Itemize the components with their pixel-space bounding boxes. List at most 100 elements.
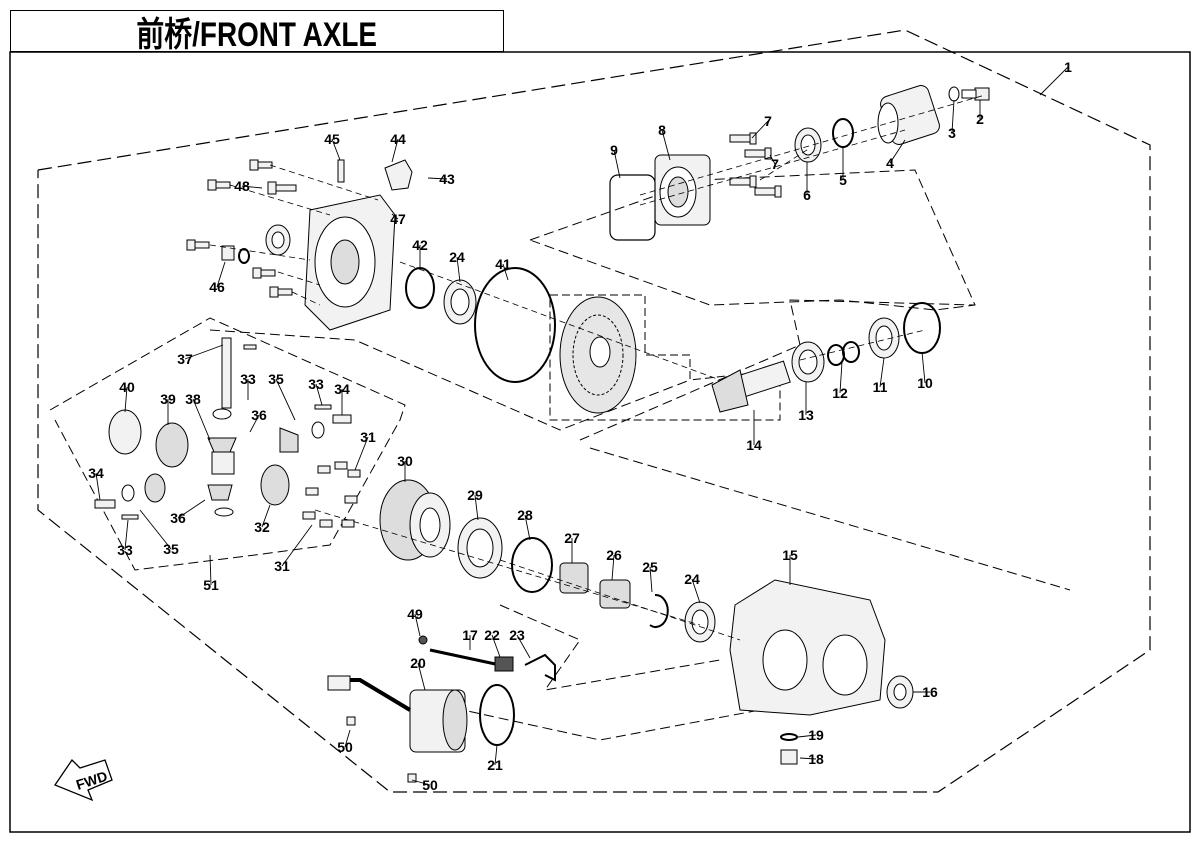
callout-label: 18 <box>808 751 824 767</box>
assembly-boundary-1 <box>37 29 1151 793</box>
callout-leader <box>751 120 769 139</box>
callout-label: 38 <box>185 391 201 407</box>
callout-leader <box>249 414 260 433</box>
callout-label: 14 <box>746 437 762 453</box>
part-block-22 <box>494 656 514 672</box>
callout-label: 9 <box>610 142 618 158</box>
part-gear-small <box>144 473 166 503</box>
part-oring-10 <box>903 302 941 354</box>
part-washer-35-upper <box>311 421 325 439</box>
part-ring-gear <box>559 296 637 414</box>
part-housing-15 <box>729 579 886 716</box>
group-boundary-pinion <box>579 299 976 441</box>
part-bolt-2 <box>961 87 990 101</box>
callout-label: 7 <box>764 113 772 129</box>
callout-label: 5 <box>839 172 847 188</box>
part-actuator-20 <box>327 675 468 753</box>
part-pinion-14 <box>711 360 791 413</box>
callout-leader <box>427 177 448 180</box>
callout-leader <box>951 99 955 134</box>
callout-leader <box>1039 66 1069 96</box>
callout-leader <box>139 509 172 550</box>
part-bearing-24-upper <box>443 279 477 325</box>
callout-leader <box>192 398 211 441</box>
callout-label: 33 <box>240 371 256 387</box>
part-gear-36-upper <box>279 427 299 453</box>
callout-leader <box>275 378 296 421</box>
part-oring-42 <box>405 267 435 309</box>
callout-leader <box>613 149 621 179</box>
callout-label: 30 <box>397 453 413 469</box>
group-boundary-lower <box>589 447 1071 591</box>
group-boundary-upper <box>529 169 976 311</box>
part-pin-34-left <box>94 499 116 509</box>
part-bearing-11 <box>868 317 900 359</box>
callout-label: 2 <box>976 111 984 127</box>
callout-label: 41 <box>495 256 511 272</box>
part-gear-36-lower <box>207 484 233 501</box>
callout-leader <box>411 779 431 786</box>
callout-leader <box>839 361 843 394</box>
callout-label: 44 <box>390 131 406 147</box>
part-pin-45 <box>337 159 345 183</box>
part-bearing-13 <box>791 341 825 383</box>
part-gear-38 <box>207 437 237 453</box>
group-boundary-middle <box>209 329 691 431</box>
callout-leader <box>661 129 671 161</box>
callout-leader <box>241 185 263 189</box>
callout-leader <box>354 436 369 471</box>
callout-label: 8 <box>658 122 666 138</box>
callout-label: 3 <box>948 125 956 141</box>
part-plug-46 <box>221 245 235 261</box>
part-shaft-37 <box>221 337 232 409</box>
callout-label: 28 <box>517 507 533 523</box>
part-oring-41 <box>474 267 556 383</box>
callout-label: 31 <box>274 558 290 574</box>
callout-leader <box>391 213 399 220</box>
callout-label: 33 <box>117 542 133 558</box>
callout-label: 15 <box>782 547 798 563</box>
callout-label: 48 <box>234 178 250 194</box>
callout-leader <box>216 261 226 288</box>
callout-label: 33 <box>308 376 324 392</box>
callout-label: 32 <box>254 519 270 535</box>
callout-label: 16 <box>922 684 938 700</box>
callout-label: 36 <box>251 407 267 423</box>
callout-leader <box>414 613 421 637</box>
part-bearing-24-lower <box>684 601 716 643</box>
callout-leader <box>494 744 498 766</box>
part-bolts-7-left <box>186 159 293 298</box>
callout-label: 47 <box>390 211 406 227</box>
part-pin-33-bottom <box>121 514 139 520</box>
callout-label: 43 <box>439 171 455 187</box>
callout-label: 20 <box>410 655 426 671</box>
callout-label: 36 <box>170 510 186 526</box>
callout-label: 50 <box>422 777 438 793</box>
callout-leader <box>331 138 341 161</box>
callout-label: 13 <box>798 407 814 423</box>
callout-leader <box>456 256 461 283</box>
callout-leader <box>516 634 531 659</box>
callout-label: 19 <box>808 727 824 743</box>
part-seal-6 <box>794 127 822 163</box>
leader-lines <box>209 94 986 641</box>
callout-label: 17 <box>462 627 478 643</box>
callout-leader <box>124 386 128 413</box>
callout-leader <box>502 263 509 281</box>
callout-label: 10 <box>917 375 933 391</box>
part-coupler-4 <box>877 85 940 145</box>
part-gear-39 <box>155 422 189 468</box>
part-fork-23 <box>524 653 556 682</box>
part-housing-8 <box>654 154 711 226</box>
callout-label: 7 <box>771 156 779 172</box>
callout-leader <box>889 139 906 164</box>
part-seal-16-upper <box>265 224 291 256</box>
callout-leader <box>474 494 479 521</box>
callout-label: 4 <box>886 155 894 171</box>
callout-leader <box>209 554 212 586</box>
callout-label: 46 <box>209 279 225 295</box>
callout-label: 22 <box>484 627 500 643</box>
callout-label: 31 <box>360 429 376 445</box>
part-gear-32 <box>260 464 290 506</box>
